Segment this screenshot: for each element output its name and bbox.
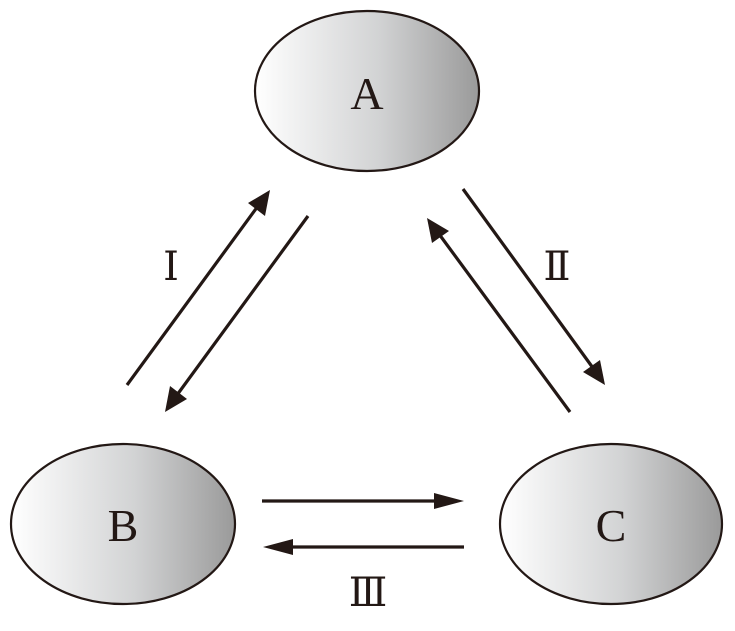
arrowhead-icon [427,218,449,243]
node-a-ellipse [253,9,481,173]
arrow-b-to-c [262,493,464,509]
node-a-label: A [350,68,383,119]
node-b-label: B [108,500,139,551]
node-c: C [498,442,724,606]
arrow-a-to-b [165,215,310,412]
arrowhead-icon [263,539,293,555]
process-label-ii: Ⅱ [543,244,570,289]
arrow-c-to-b [263,539,464,555]
node-a: A [253,9,481,173]
arrow-c-to-a [427,218,572,413]
node-b: B [9,442,237,606]
node-c-label: C [596,500,627,551]
process-label-i: Ⅰ [163,244,179,289]
arrow-b-to-a [125,190,270,386]
arrowhead-icon [434,493,464,509]
node-b-ellipse [9,442,237,606]
process-label-iii: Ⅲ [349,570,388,615]
node-c-ellipse [498,442,724,606]
arrow-a-to-c [461,188,605,385]
arrowhead-icon [583,360,605,385]
arrowhead-icon [248,190,270,216]
arrowhead-icon [165,386,187,412]
